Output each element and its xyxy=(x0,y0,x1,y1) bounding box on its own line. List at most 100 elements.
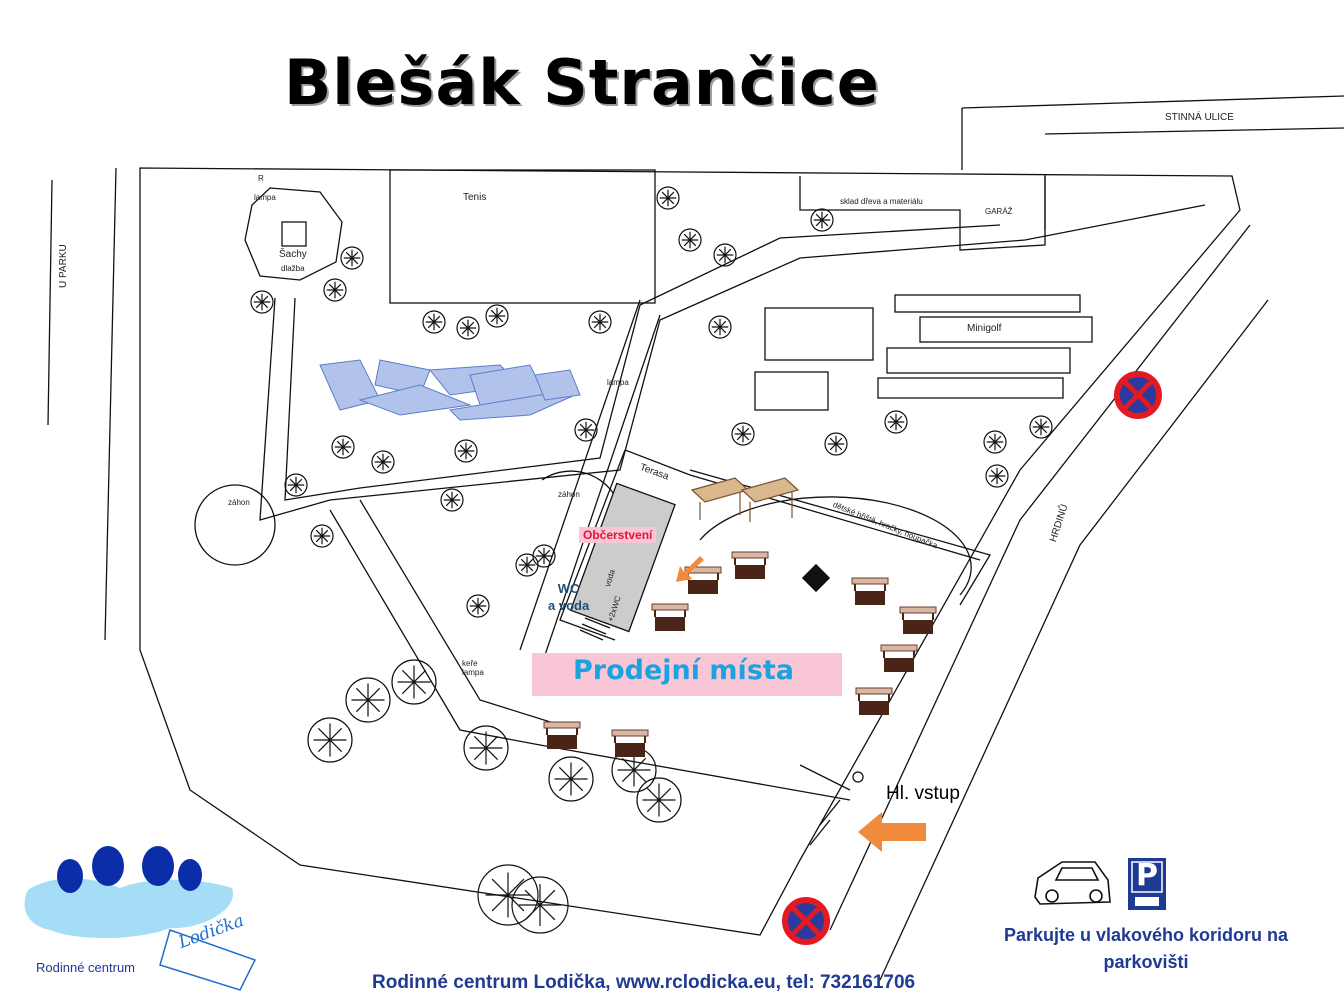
minigolf-block-b xyxy=(754,371,829,411)
tree-icon xyxy=(331,435,355,459)
minigolf-lane-4 xyxy=(877,377,1064,399)
tree-icon xyxy=(985,464,1009,488)
street-label-stinna-ulice: STINNÁ ULICE xyxy=(1165,112,1234,123)
sales-area-label: Prodejní místa xyxy=(573,655,795,686)
market-stall-icon xyxy=(851,577,889,605)
label-sklad: sklad dřeva a materiálu xyxy=(840,197,923,206)
tree-icon xyxy=(1029,415,1053,439)
terasa-area xyxy=(559,449,981,641)
tree-icon xyxy=(548,756,594,802)
tree-icon xyxy=(636,777,682,823)
trees xyxy=(250,186,1053,934)
tree-icon xyxy=(463,725,509,771)
label-lampa-1: lampa xyxy=(254,193,276,202)
label-tenis: Tenis xyxy=(463,192,487,203)
entrance-lines xyxy=(799,764,851,846)
tree-icon xyxy=(731,422,755,446)
tree-icon xyxy=(678,228,702,252)
main-entrance-label: Hl. vstup xyxy=(886,783,960,804)
tree-icon xyxy=(454,439,478,463)
picnic-tables xyxy=(690,477,800,522)
no-stopping-sign-icon xyxy=(782,897,830,945)
tree-icon xyxy=(611,747,657,793)
tree-icon xyxy=(511,876,569,934)
minigolf-lane-1 xyxy=(894,294,1081,313)
tree-icon xyxy=(656,186,680,210)
site-boundary xyxy=(139,167,1241,936)
parking-sign-icon xyxy=(1128,858,1166,910)
tree-icon xyxy=(810,208,834,232)
tennis-court xyxy=(389,169,656,304)
market-stall-icon xyxy=(731,551,769,579)
market-stall-icon xyxy=(684,566,722,594)
path-lower-inner xyxy=(359,499,561,726)
chess-board xyxy=(281,221,307,247)
flower-bed-left xyxy=(194,484,276,566)
market-stall-icon xyxy=(611,729,649,757)
tree-icon xyxy=(532,544,556,568)
market-stalls xyxy=(543,551,937,757)
minigolf-lane-2 xyxy=(919,316,1093,343)
tree-icon xyxy=(284,473,308,497)
car-icon xyxy=(1034,861,1111,905)
tree-icon xyxy=(307,717,353,763)
refreshments-label: Občerstvení xyxy=(579,527,657,543)
garage-block xyxy=(799,176,1046,251)
tree-icon xyxy=(485,304,509,328)
minigolf-block-a xyxy=(764,307,874,361)
tree-icon xyxy=(515,553,539,577)
tree-icon xyxy=(466,594,490,618)
kiosk-square xyxy=(801,563,831,593)
chess-gazebo xyxy=(244,187,343,281)
logo-centre-name: Rodinné centrum xyxy=(36,960,135,975)
tree-icon xyxy=(440,488,464,512)
no-stopping-sign-icon xyxy=(1114,371,1162,419)
tree-icon xyxy=(983,430,1007,454)
tree-icon xyxy=(824,432,848,456)
minigolf-lane-3 xyxy=(886,347,1071,374)
arrow-icon-main-entrance xyxy=(858,812,926,852)
parking-instructions: Parkujte u vlakového koridoru na parkovi… xyxy=(1003,925,1289,972)
path-terasa-edge xyxy=(519,299,661,656)
tree-icon xyxy=(345,677,391,723)
label-dlazba: dlažba xyxy=(281,264,305,273)
tree-icon xyxy=(574,418,598,442)
refreshment-building xyxy=(569,482,676,633)
wc-steps xyxy=(579,617,611,641)
wc-label-line2: a voda xyxy=(548,598,590,613)
arrow-icon-to-refreshments xyxy=(676,556,704,582)
market-stall-icon xyxy=(543,721,581,749)
tree-icon xyxy=(310,524,334,548)
tree-icon xyxy=(456,316,480,340)
tree-icon xyxy=(713,243,737,267)
street-u-parku-line-a xyxy=(47,179,53,426)
tree-icon xyxy=(250,290,274,314)
market-stall-icon xyxy=(880,644,918,672)
street-stinna-ulice-lines xyxy=(961,95,1344,230)
market-stall-icon xyxy=(651,603,689,631)
label-sachy: Šachy xyxy=(279,249,307,260)
street-hrdinu-lines xyxy=(829,224,1269,981)
path-lower xyxy=(329,509,851,801)
playground-structures xyxy=(319,359,581,421)
label-minigolf: Minigolf xyxy=(967,323,1002,334)
lodicka-logo xyxy=(24,846,257,991)
wc-label: WC a voda xyxy=(548,580,589,614)
sales-area-highlight xyxy=(532,653,842,696)
footer-contact: Rodinné centrum Lodička, www.rclodicka.e… xyxy=(372,972,916,993)
path-main-inner xyxy=(284,224,1001,501)
label-garaz: GARÁŽ xyxy=(985,207,1013,216)
tree-icon xyxy=(422,310,446,334)
market-stall-icon xyxy=(899,606,937,634)
label-lampa-2: lampa xyxy=(607,378,629,387)
entrance-post xyxy=(852,771,864,783)
tree-icon xyxy=(340,246,364,270)
tree-icon xyxy=(371,450,395,474)
label-r-mark: R xyxy=(258,174,264,183)
tree-icon xyxy=(884,410,908,434)
market-stall-icon xyxy=(855,687,893,715)
tree-icon xyxy=(588,310,612,334)
tree-icon xyxy=(323,278,347,302)
tree-icon xyxy=(391,659,437,705)
